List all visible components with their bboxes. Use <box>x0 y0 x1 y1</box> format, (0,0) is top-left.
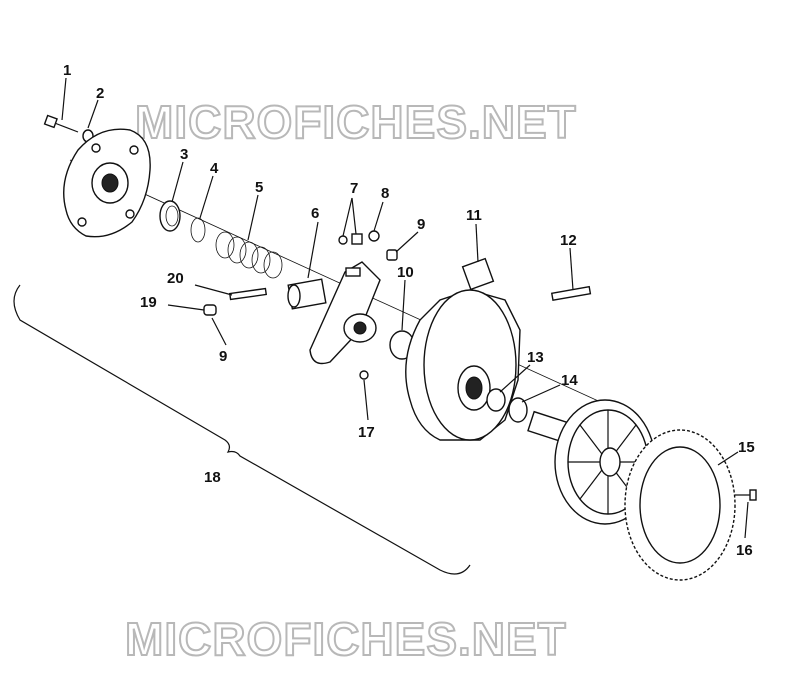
spider-arm <box>309 261 381 365</box>
ring-part-3 <box>159 200 181 232</box>
screw-part-16 <box>735 489 757 501</box>
callout-2: 2 <box>96 85 104 102</box>
watermark-bottom: MICROFICHES.NET <box>125 613 567 665</box>
callout-11: 11 <box>466 207 482 224</box>
sheave <box>405 289 521 441</box>
bolt-part-1 <box>43 114 79 133</box>
callout-14: 14 <box>561 372 578 389</box>
callout-12: 12 <box>560 232 577 249</box>
roller-part-6 <box>287 278 327 310</box>
pin-part-20 <box>228 287 268 301</box>
spring-part-5 <box>215 231 283 279</box>
watermark-top: MICROFICHES.NET <box>135 96 577 148</box>
pin-part-12 <box>550 285 592 302</box>
part-9-upper <box>386 249 398 261</box>
cover-part <box>63 128 151 238</box>
ring-part-14 <box>508 397 528 423</box>
callout-3: 3 <box>180 146 188 163</box>
part-7 <box>338 235 348 245</box>
callout-5: 5 <box>255 179 263 196</box>
callout-20: 20 <box>167 270 184 287</box>
callout-7: 7 <box>350 180 358 197</box>
leader-lines <box>61 77 749 539</box>
callout-4: 4 <box>210 160 219 177</box>
callout-19: 19 <box>140 294 157 311</box>
bracket-18 <box>13 284 471 575</box>
callout-10: 10 <box>397 264 414 281</box>
part-17 <box>359 370 369 380</box>
callout-1: 1 <box>63 62 71 79</box>
callout-16: 16 <box>736 542 753 559</box>
callout-6: 6 <box>311 205 319 222</box>
part-11 <box>461 257 495 291</box>
callout-18: 18 <box>204 469 221 486</box>
callout-9-lower: 9 <box>219 348 227 365</box>
callout-8: 8 <box>381 185 389 202</box>
pin-part-19 <box>203 304 217 316</box>
ring-gear-part-15 <box>624 429 736 581</box>
ring-part-13 <box>486 388 506 412</box>
part-8a <box>351 233 363 245</box>
part-8b <box>368 230 380 242</box>
snap-ring-part-4 <box>190 217 206 243</box>
callout-13: 13 <box>527 349 544 366</box>
callout-9-upper: 9 <box>417 216 425 233</box>
callout-15: 15 <box>738 439 755 456</box>
callout-17: 17 <box>358 424 375 441</box>
